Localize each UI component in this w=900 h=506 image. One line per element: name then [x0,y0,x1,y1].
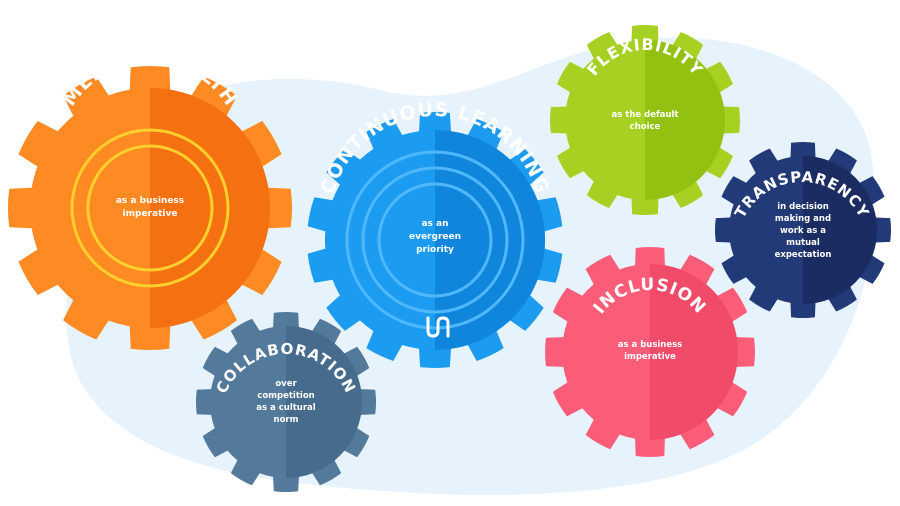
gear-inclusion-subtitle-1: as a business [618,340,683,350]
gear-flexibility-subtitle-2: choice [630,122,661,132]
gear-collaboration: COLLABORATION over competition as a cult… [195,311,377,493]
gear-collaboration-subtitle-4: norm [274,415,299,425]
gear-continuous-learning-subtitle-3: priority [416,245,454,255]
gear-continuous-learning-ring-1 [345,150,525,330]
gear-mental-health-ring-inner [86,144,214,272]
gear-flexibility-subtitle-1: as the default [612,110,679,120]
gear-collaboration-shade [286,326,362,478]
gear-continuous-learning: CONTINUOUS LEARNING as an evergreen prio… [307,99,563,368]
gear-collaboration-subtitle-1: over [275,379,297,389]
gear-transparency-subtitle-1: in decision [777,202,829,212]
gear-continuous-learning-subtitle-2: evergreen [409,232,461,242]
gear-inclusion: INCLUSION as a business imperative [545,247,755,457]
gear-continuous-learning-ring-2 [361,166,509,314]
gear-transparency-subtitle-4: mutual [786,238,820,248]
logo-icon [426,316,450,338]
gear-flexibility: FLEXIBILITY as the default choice [550,25,740,215]
gear-mental-health-subtitle-1: as a business [116,196,184,206]
gear-flexibility-shade [645,40,725,200]
gear-continuous-learning-subtitle-1: as an [421,219,448,229]
gear-inclusion-shade [650,264,738,440]
gear-mental-health-ring-outer [70,128,230,288]
gear-collaboration-subtitle-3: as a cultural [256,403,315,413]
gear-transparency-shade [803,156,877,304]
gear-transparency-subtitle-3: work as a [780,226,826,236]
gear-mental-health-subtitle-2: imperative [123,209,178,219]
gear-collaboration-subtitle-2: competition [257,391,314,401]
gear-transparency-subtitle-2: making and [775,214,831,224]
gear-mental-health-shade [150,88,270,328]
gear-transparency-subtitle-5: expectation [775,250,832,260]
gear-transparency: TRANSPARENCY in decision making and work… [714,141,892,319]
gear-mental-health: MENTAL HEALTH as a business imperative [7,46,293,351]
gear-continuous-learning-ring-3 [377,182,493,298]
gear-inclusion-subtitle-2: imperative [624,352,676,362]
